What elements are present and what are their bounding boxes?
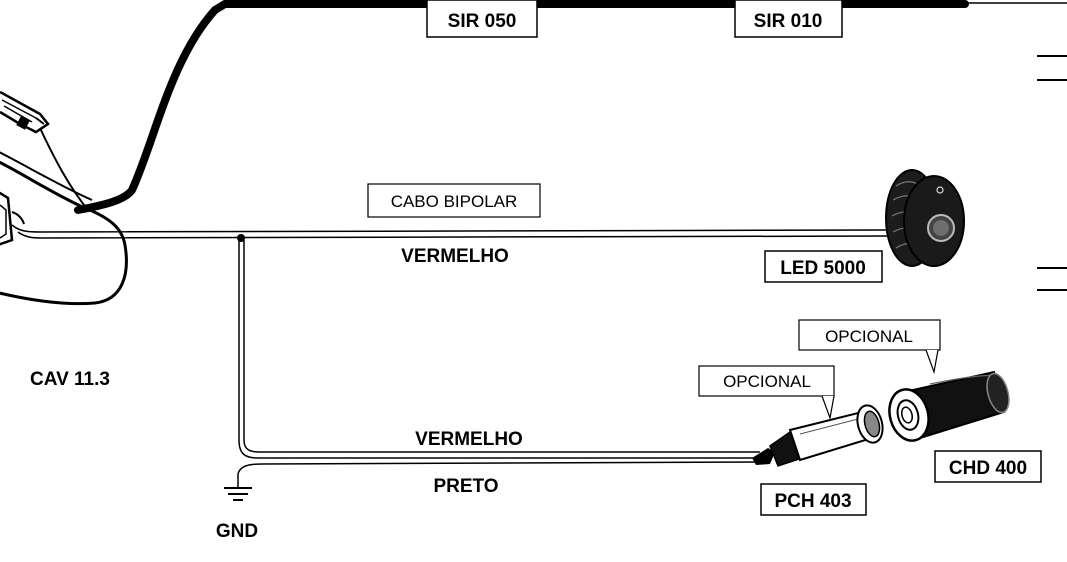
cav-label: CAV 11.3 — [30, 369, 110, 390]
led-5000-label: LED 5000 — [764, 250, 883, 283]
chd-400-device — [888, 370, 1010, 442]
vermelho-bottom-label: VERMELHO — [415, 429, 523, 450]
lower-cable — [237, 240, 761, 488]
svg-text:CABO BIPOLAR: CABO BIPOLAR — [391, 192, 518, 211]
sir-thick-cable — [74, 0, 969, 214]
vermelho-top-label: VERMELHO — [401, 246, 509, 267]
svg-text:OPCIONAL: OPCIONAL — [723, 372, 811, 391]
cabo-bipolar-label: CABO BIPOLAR — [367, 183, 541, 218]
led-5000-device — [885, 169, 965, 267]
svg-text:OPCIONAL: OPCIONAL — [825, 327, 913, 346]
cav-device — [0, 90, 128, 306]
svg-text:CHD 400: CHD 400 — [949, 458, 1027, 479]
gnd-label: GND — [216, 521, 258, 542]
svg-text:SIR 010: SIR 010 — [754, 11, 823, 32]
opcional-left-callout: OPCIONAL — [698, 365, 835, 421]
bipolar-cable — [11, 224, 896, 239]
pch-403-device — [752, 404, 884, 467]
chd-400-label: CHD 400 — [934, 450, 1042, 483]
opcional-right-callout: OPCIONAL — [798, 319, 941, 375]
sir-050-label: SIR 050 — [426, 0, 538, 38]
preto-label: PRETO — [433, 476, 498, 497]
svg-text:LED 5000: LED 5000 — [780, 258, 866, 279]
gnd-symbol — [224, 487, 252, 501]
svg-text:PCH 403: PCH 403 — [774, 491, 851, 512]
pch-403-label: PCH 403 — [760, 483, 867, 516]
sir-010-label: SIR 010 — [734, 0, 843, 38]
right-edge-ticks — [1037, 55, 1067, 291]
svg-text:SIR 050: SIR 050 — [448, 11, 517, 32]
